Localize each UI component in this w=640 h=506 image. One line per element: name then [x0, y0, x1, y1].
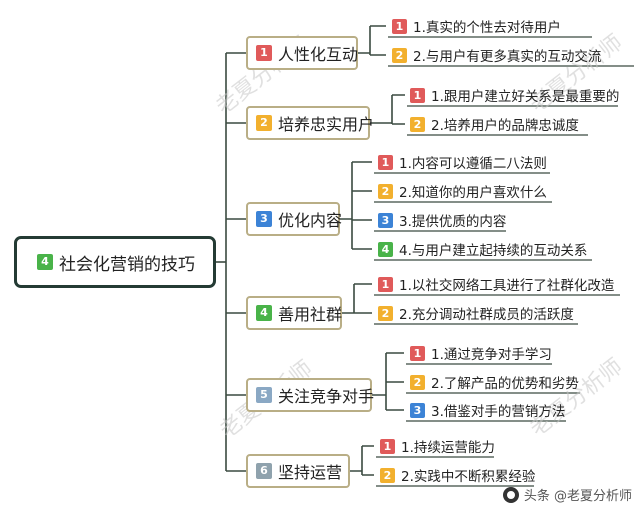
leaf-item[interactable]: 4 4.与用户建立起持续的互动关系 — [376, 238, 587, 260]
branch-badge: 5 — [256, 387, 272, 403]
leaf-text: 2.充分调动社群成员的活跃度 — [399, 307, 574, 323]
leaf-badge: 2 — [392, 47, 407, 63]
leaf-badge: 1 — [410, 345, 425, 361]
branch-node[interactable]: 1 人性化互动 — [246, 36, 358, 70]
branch-badge: 2 — [256, 115, 272, 131]
leaf-text: 2.了解产品的优势和劣势 — [431, 376, 579, 392]
branch-badge: 1 — [256, 45, 272, 61]
branch-label: 培养忠实用户 — [278, 115, 375, 134]
root-label: 社会化营销的技巧 — [59, 254, 195, 275]
leaf-item[interactable]: 2 2.培养用户的品牌忠诚度 — [408, 113, 579, 135]
leaf-badge: 3 — [378, 212, 393, 228]
leaf-badge: 1 — [378, 154, 393, 170]
branch-badge: 6 — [256, 463, 272, 479]
branch-node[interactable]: 2 培养忠实用户 — [246, 106, 374, 140]
leaf-item[interactable]: 1 1.持续运营能力 — [378, 435, 495, 457]
branch-label: 人性化互动 — [278, 45, 359, 64]
branch-node[interactable]: 5 关注竞争对手 — [246, 378, 375, 412]
footer-text: 头条 @老夏分析师 — [523, 489, 632, 504]
leaf-item[interactable]: 1 1.通过竞争对手学习 — [408, 342, 552, 364]
branch-node[interactable]: 4 善用社群 — [246, 296, 342, 330]
branch-label: 优化内容 — [278, 211, 343, 230]
leaf-item[interactable]: 3 3.借鉴对手的营销方法 — [408, 399, 565, 421]
leaf-item[interactable]: 2 2.与用户有更多真实的互动交流 — [390, 44, 601, 66]
leaf-item[interactable]: 3 3.提供优质的内容 — [376, 209, 506, 231]
toutiao-logo-icon — [502, 486, 519, 503]
branch-badge: 4 — [256, 305, 272, 321]
leaf-text: 3.提供优质的内容 — [399, 214, 507, 230]
root-badge: 4 — [37, 254, 53, 270]
leaf-badge: 2 — [378, 305, 393, 321]
leaf-text: 1.持续运营能力 — [401, 440, 495, 456]
leaf-text: 1.跟用户建立好关系是最重要的 — [431, 89, 620, 105]
leaf-badge: 2 — [380, 467, 395, 483]
leaf-item[interactable]: 1 1.真实的个性去对待用户 — [390, 15, 561, 37]
branch-label: 坚持运营 — [278, 463, 343, 482]
leaf-text: 3.借鉴对手的营销方法 — [431, 404, 566, 420]
leaf-text: 4.与用户建立起持续的互动关系 — [399, 243, 588, 259]
leaf-text: 2.实践中不断积累经验 — [401, 469, 536, 485]
leaf-badge: 2 — [410, 374, 425, 390]
branch-node[interactable]: 3 优化内容 — [246, 202, 343, 236]
root-node[interactable]: 4 社会化营销的技巧 — [14, 236, 216, 288]
leaf-badge: 2 — [410, 116, 425, 132]
leaf-text: 1.真实的个性去对待用户 — [413, 20, 561, 36]
footer-watermark: 头条 @老夏分析师 — [502, 485, 632, 504]
leaf-item[interactable]: 1 1.跟用户建立好关系是最重要的 — [408, 84, 619, 106]
leaf-item[interactable]: 2 2.实践中不断积累经验 — [378, 464, 535, 486]
leaf-text: 2.与用户有更多真实的互动交流 — [413, 49, 602, 65]
leaf-badge: 1 — [392, 18, 407, 34]
branch-node[interactable]: 6 坚持运营 — [246, 454, 350, 488]
leaf-text: 1.内容可以遵循二八法则 — [399, 156, 547, 172]
leaf-badge: 1 — [378, 276, 393, 292]
leaf-badge: 3 — [410, 402, 425, 418]
leaf-item[interactable]: 2 2.了解产品的优势和劣势 — [408, 371, 579, 393]
leaf-text: 1.以社交网络工具进行了社群化改造 — [399, 278, 615, 294]
branch-badge: 3 — [256, 211, 272, 227]
leaf-badge: 2 — [378, 183, 393, 199]
leaf-item[interactable]: 1 1.以社交网络工具进行了社群化改造 — [376, 273, 614, 295]
leaf-text: 1.通过竞争对手学习 — [431, 347, 552, 363]
leaf-item[interactable]: 2 2.充分调动社群成员的活跃度 — [376, 302, 574, 324]
leaf-item[interactable]: 2 2.知道你的用户喜欢什么 — [376, 180, 547, 202]
leaf-text: 2.培养用户的品牌忠诚度 — [431, 118, 579, 134]
leaf-badge: 1 — [410, 87, 425, 103]
leaf-item[interactable]: 1 1.内容可以遵循二八法则 — [376, 151, 547, 173]
branch-label: 关注竞争对手 — [278, 387, 375, 406]
leaf-badge: 4 — [378, 241, 393, 257]
leaf-text: 2.知道你的用户喜欢什么 — [399, 185, 547, 201]
branch-label: 善用社群 — [278, 305, 343, 324]
leaf-badge: 1 — [380, 438, 395, 454]
